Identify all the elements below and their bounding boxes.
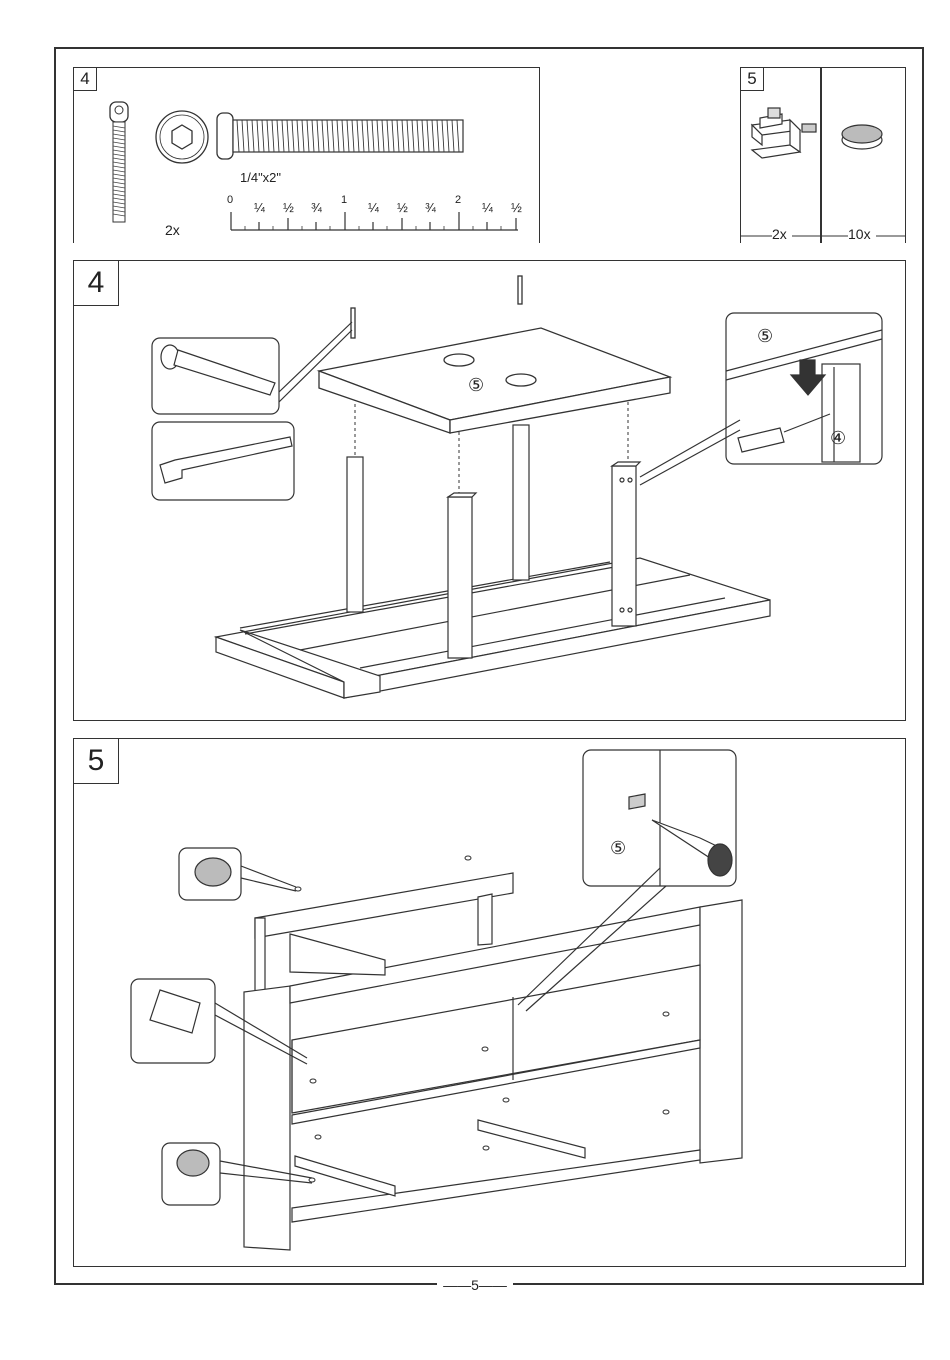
step5-detail-tag: ⑤ (610, 838, 626, 859)
cabinet-frame (244, 873, 742, 1250)
